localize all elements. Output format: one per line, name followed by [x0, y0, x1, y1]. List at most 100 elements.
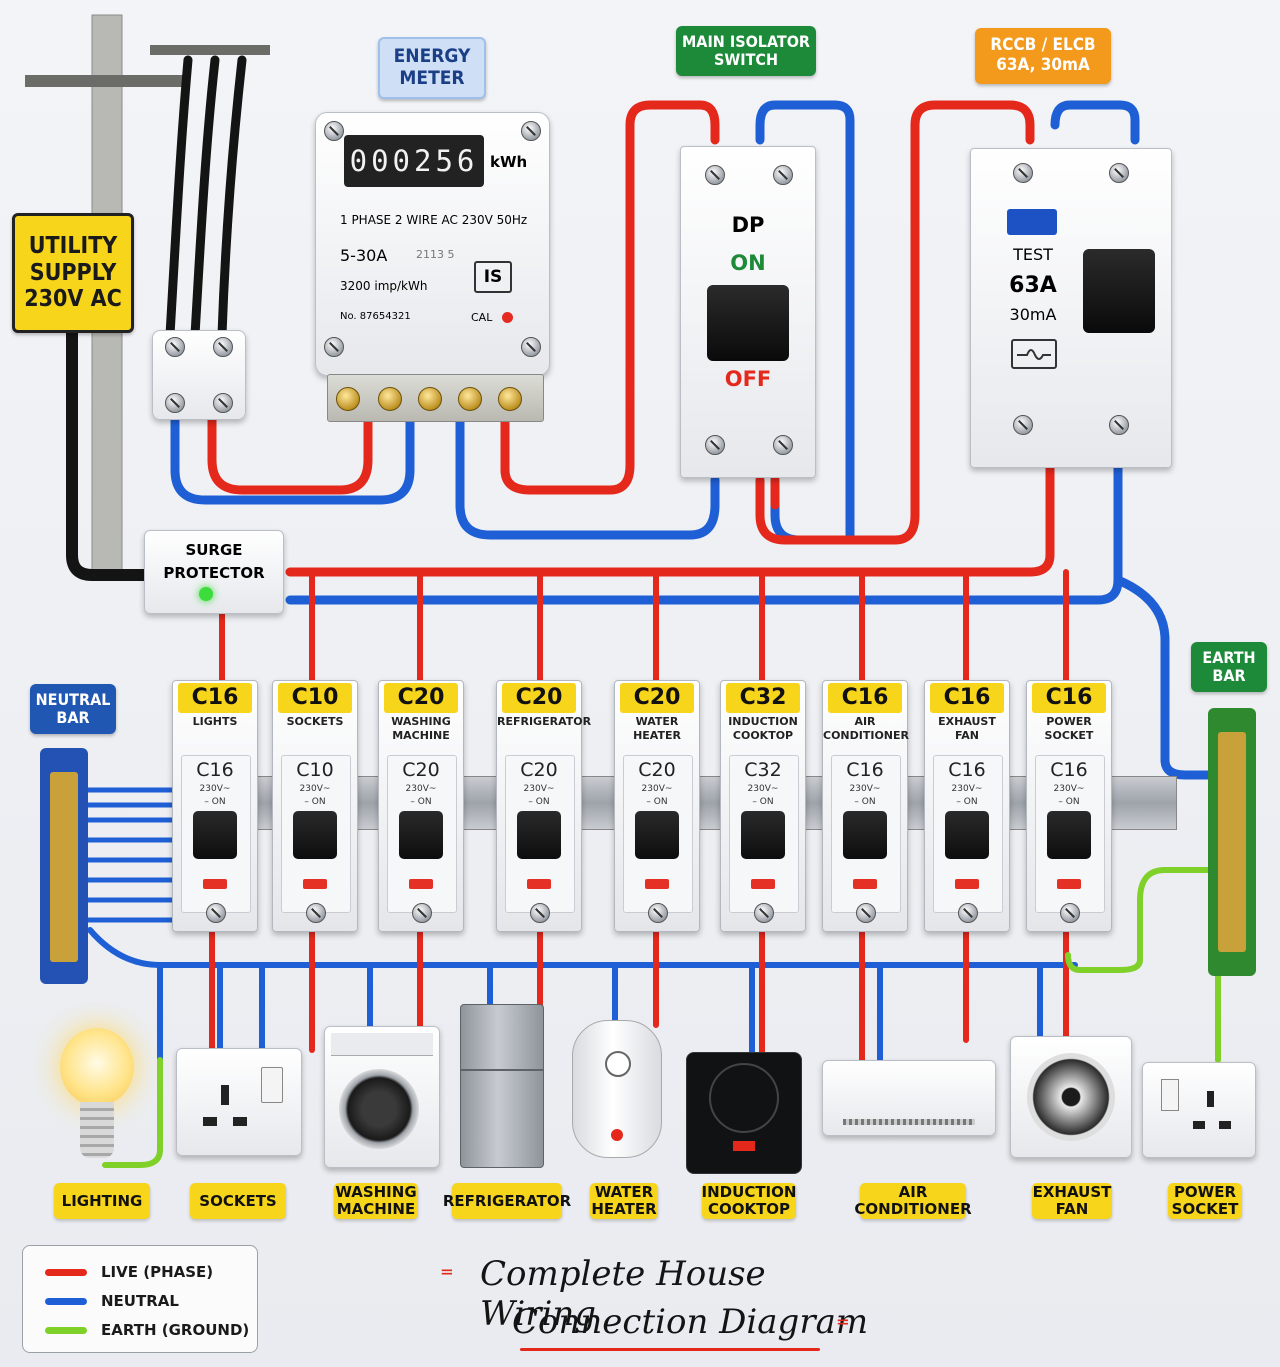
power-socket-switch: [1161, 1079, 1179, 1111]
terminal-screw: [336, 387, 360, 411]
breaker-state: – ON: [956, 797, 978, 807]
breaker-trip-indicator: [645, 879, 669, 889]
breaker-trip-indicator: [1057, 879, 1081, 889]
socket-icon: [176, 1048, 302, 1156]
surge-protector-label: SURGE PROTECTOR: [163, 541, 265, 582]
service-cable-1: [165, 55, 193, 340]
fan-blades: [1027, 1053, 1115, 1141]
breaker-state: – ON: [854, 797, 876, 807]
main-isolator-switch[interactable]: DP ON OFF: [680, 146, 816, 478]
isolator-toggle[interactable]: [707, 285, 789, 361]
legend-label: LIVE (PHASE): [101, 1263, 214, 1281]
breaker-trip-indicator: [303, 879, 327, 889]
breaker-screw: [306, 903, 326, 923]
breaker-rating-tag: C16: [178, 683, 252, 713]
rccb-sensitivity: 30mA: [1009, 305, 1057, 324]
breaker-trip-indicator: [955, 879, 979, 889]
breaker-screw: [412, 903, 432, 923]
service-cable-3: [217, 55, 247, 340]
water-heater-icon: [572, 1020, 662, 1158]
legend-swatch: [45, 1326, 87, 1334]
breaker-screw: [754, 903, 774, 923]
exhaust-fan-icon: [1010, 1036, 1132, 1158]
isolator-off-label: OFF: [724, 367, 772, 391]
title-line-1: Complete House Wiring: [480, 1254, 766, 1334]
appliance-label-1: SOCKETS: [190, 1183, 286, 1219]
legend-swatch: [45, 1297, 87, 1305]
rccb-label: RCCB / ELCB 63A, 30mA: [975, 28, 1111, 84]
power-socket-hole: [1207, 1091, 1214, 1107]
meter-cal-led: [502, 312, 513, 323]
title-accent-right: ⁼: [836, 1312, 850, 1342]
surge-status-led: [199, 587, 213, 601]
rccb-test-button[interactable]: [1007, 209, 1057, 235]
main-isolator-label: MAIN ISOLATOR SWITCH: [676, 26, 816, 76]
utility-supply-label: UTILITY SUPPLY 230V AC: [12, 213, 134, 333]
washing-machine-icon: [324, 1026, 440, 1168]
breaker-trip-indicator: [527, 879, 551, 889]
breaker-voltage: 230V~: [299, 784, 331, 794]
live-wire-meter-isolator: [500, 100, 720, 495]
meter-cal-label: CAL: [471, 311, 493, 324]
breaker-rating: C10: [296, 759, 334, 781]
service-cable-2: [190, 55, 220, 340]
neutral-bar-tails: [77, 787, 183, 923]
breaker-state: – ON: [646, 797, 668, 807]
breaker-circuit-name: SOCKETS: [286, 715, 344, 728]
heater-gauge: [605, 1051, 631, 1077]
neutral-bar-brass: [50, 772, 78, 962]
appliance-label-0: LIGHTING: [54, 1183, 150, 1219]
title-line-2: Connection Diagram: [512, 1302, 869, 1342]
breaker-rating: C16: [846, 759, 884, 781]
live-wire-isolator-rccb: [755, 100, 1035, 545]
heater-indicator: [611, 1129, 623, 1141]
breaker-trip-indicator: [853, 879, 877, 889]
breaker-toggle[interactable]: [517, 811, 561, 859]
rccb-device: TEST 63A 30mA: [970, 148, 1172, 468]
terminal-screw: [378, 387, 402, 411]
breaker-toggle[interactable]: [843, 811, 887, 859]
neutral-wire-cutout-meter: [170, 410, 415, 505]
rccb-screw: [1109, 163, 1129, 183]
breaker-trip-indicator: [409, 879, 433, 889]
breaker-toggle[interactable]: [1047, 811, 1091, 859]
terminal-screw: [498, 387, 522, 411]
breaker-rating-tag: C20: [384, 683, 458, 713]
breaker-rating: C20: [520, 759, 558, 781]
breaker-state: – ON: [410, 797, 432, 807]
breaker-toggle[interactable]: [945, 811, 989, 859]
breaker-rating-tag: C20: [620, 683, 694, 713]
breaker-screw: [958, 903, 978, 923]
ac-vent: [843, 1119, 975, 1125]
breaker-rating: C16: [948, 759, 986, 781]
breaker-voltage: 230V~: [1053, 784, 1085, 794]
neutral-wire-rccb-in: [1050, 100, 1140, 145]
breaker-toggle[interactable]: [293, 811, 337, 859]
breaker-screw: [530, 903, 550, 923]
legend-swatch: [45, 1268, 87, 1276]
isolator-type: DP: [731, 213, 765, 237]
breaker-toggle[interactable]: [193, 811, 237, 859]
breaker-toggle[interactable]: [399, 811, 443, 859]
isolator-on-label: ON: [730, 251, 766, 275]
breaker-toggle[interactable]: [635, 811, 679, 859]
isolator-screw: [773, 435, 793, 455]
cutout-screw: [213, 337, 233, 357]
terminal-screw: [418, 387, 442, 411]
live-feeds-to-breakers: [219, 569, 1069, 683]
rccb-toggle[interactable]: [1083, 249, 1155, 333]
rccb-rating: 63A: [1009, 273, 1057, 298]
meter-serial: No. 87654321: [340, 311, 411, 322]
live-busbar: [285, 460, 1055, 577]
pole-crossarm: [25, 75, 185, 87]
breaker-toggle[interactable]: [741, 811, 785, 859]
